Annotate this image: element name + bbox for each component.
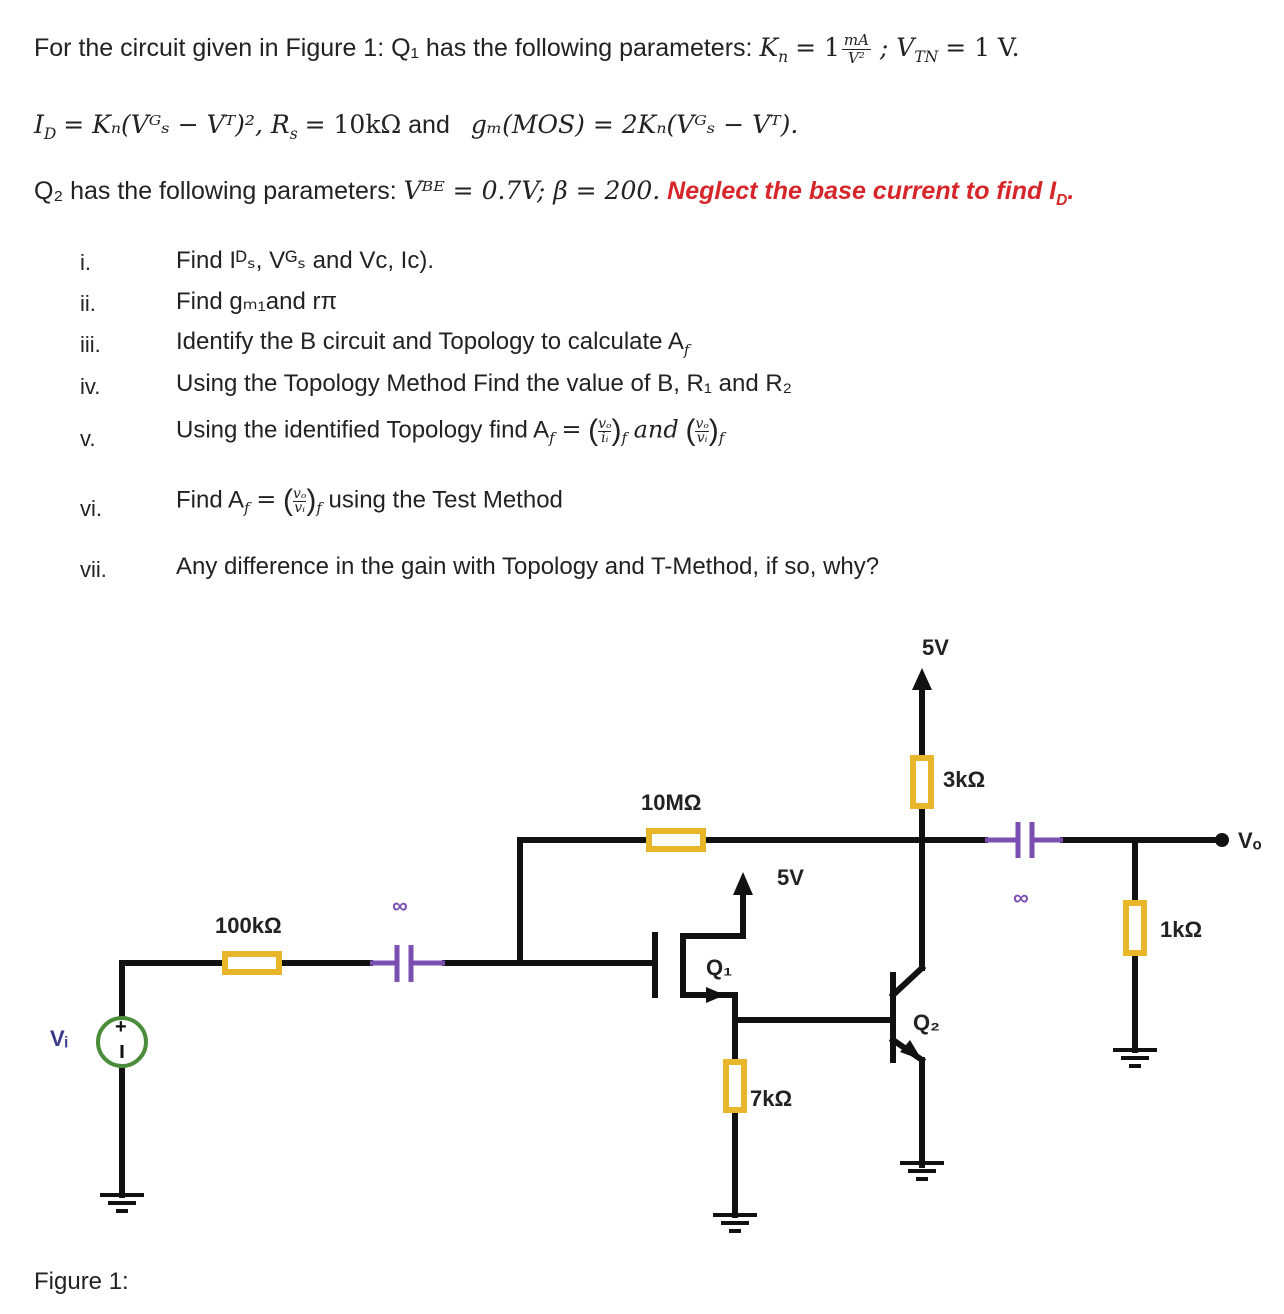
label-cap-out: ∞ bbox=[1013, 885, 1029, 910]
q2-collector bbox=[888, 963, 927, 1000]
question-num-3: iii. bbox=[80, 332, 101, 357]
ground-icon-source bbox=[100, 1193, 144, 1213]
question-3: Identify the B circuit and Topology to c… bbox=[176, 328, 689, 359]
resistor-10M bbox=[646, 828, 706, 852]
source-plus: + bbox=[115, 1016, 127, 1038]
question-num-1: i. bbox=[80, 250, 91, 275]
id-equation: = Kₙ(Vᴳₛ − Vᵀ)², R bbox=[63, 110, 290, 139]
resistor-1k bbox=[1123, 900, 1147, 956]
resistor-3k bbox=[910, 755, 934, 809]
q2-note: Neglect the base current to find ID. bbox=[667, 177, 1075, 209]
id-symbol: ID bbox=[34, 110, 57, 143]
question-5-and: and bbox=[633, 415, 679, 444]
and-word: and bbox=[408, 111, 450, 139]
question-num-2: ii. bbox=[80, 291, 96, 316]
label-3k: 3kΩ bbox=[943, 767, 985, 792]
question-6-sub-f2: f bbox=[316, 499, 322, 518]
ground-icon-q2 bbox=[900, 1161, 944, 1181]
question-5-sub-f3: f bbox=[718, 429, 725, 448]
question-num-5: v. bbox=[80, 426, 96, 451]
resistor-100k bbox=[222, 951, 282, 975]
label-cap-in: ∞ bbox=[392, 893, 408, 918]
label-q1: Q₁ bbox=[706, 955, 732, 980]
question-num-6: vi. bbox=[80, 496, 102, 521]
question-5-sub-f: f bbox=[549, 429, 555, 448]
q2-intro: Q₂ has the following parameters: bbox=[34, 177, 397, 205]
label-7k: 7kΩ bbox=[750, 1086, 792, 1111]
vdd-arrow-icon bbox=[733, 872, 753, 895]
question-1: Find Iᴰₛ, Vᴳₛ and Vᴄ, Iᴄ). bbox=[176, 247, 435, 274]
vtn-value: = 1 V. bbox=[945, 33, 1020, 63]
question-4: Using the Topology Method Find the value… bbox=[176, 370, 792, 397]
question-6-text: Find A bbox=[176, 486, 245, 514]
label-vi: Vᵢ bbox=[50, 1026, 68, 1051]
label-vo: Vₒ bbox=[1238, 828, 1262, 853]
question-5-text: Using the identified Topology find A bbox=[176, 416, 550, 444]
ground-icon-load bbox=[1113, 1048, 1157, 1068]
ground-icon-q1 bbox=[713, 1213, 757, 1233]
question-6-eq: = bbox=[256, 485, 277, 514]
rs-value: = 10kΩ bbox=[304, 110, 402, 139]
q2-params: Vᴮᴱ = 0.7V; β = 200. bbox=[403, 176, 661, 205]
q1-arrow-icon bbox=[706, 987, 725, 1003]
intro-text: For the circuit given in Figure 1: Q₁ ha… bbox=[34, 34, 753, 63]
problem-line-1: For the circuit given in Figure 1: Q₁ ha… bbox=[34, 32, 1020, 67]
question-3-sub: f bbox=[683, 340, 690, 359]
label-1k: 1kΩ bbox=[1160, 917, 1202, 942]
voltage-source-icon bbox=[96, 1016, 148, 1068]
output-node bbox=[1215, 833, 1229, 847]
question-num-4: iv. bbox=[80, 374, 101, 399]
question-2: Find gₘ₁and rπ bbox=[176, 288, 338, 315]
problem-line-2: ID = Kₙ(Vᴳₛ − Vᵀ)², Rs = 10kΩ and gₘ(MOS… bbox=[34, 110, 798, 143]
question-5-eq: = bbox=[561, 415, 582, 444]
question-3-text: Identify the B circuit and Topology to c… bbox=[176, 328, 684, 355]
figure-caption: Figure 1: bbox=[34, 1268, 129, 1295]
label-q2: Q₂ bbox=[913, 1010, 940, 1035]
question-num-7: vii. bbox=[80, 557, 107, 582]
label-10M: 10MΩ bbox=[641, 790, 701, 815]
rs-sub: s bbox=[289, 125, 298, 143]
vtn-symbol: ; VTN bbox=[879, 33, 939, 67]
resistor-7k bbox=[723, 1059, 747, 1113]
question-6-sub-f: f bbox=[244, 499, 250, 518]
problem-line-3: Q₂ has the following parameters: Vᴮᴱ = 0… bbox=[34, 176, 1074, 210]
kn-symbol: Kn bbox=[759, 33, 789, 67]
gm-equation: gₘ(MOS) = 2Kₙ(Vᴳₛ − Vᵀ). bbox=[470, 110, 799, 139]
label-100k: 100kΩ bbox=[215, 913, 282, 938]
question-7: Any difference in the gain with Topology… bbox=[176, 553, 880, 580]
kn-value: = 1 bbox=[795, 33, 840, 63]
label-vdd: 5V bbox=[777, 865, 804, 890]
question-5: Using the identified Topology find Af = … bbox=[176, 414, 725, 448]
vcc-arrow-icon bbox=[912, 668, 932, 690]
question-5-sub-f2: f bbox=[621, 429, 627, 448]
q2-arrow-icon bbox=[900, 1040, 922, 1060]
label-vcc: 5V bbox=[922, 635, 949, 660]
question-6-tail: using the Test Method bbox=[328, 486, 563, 514]
